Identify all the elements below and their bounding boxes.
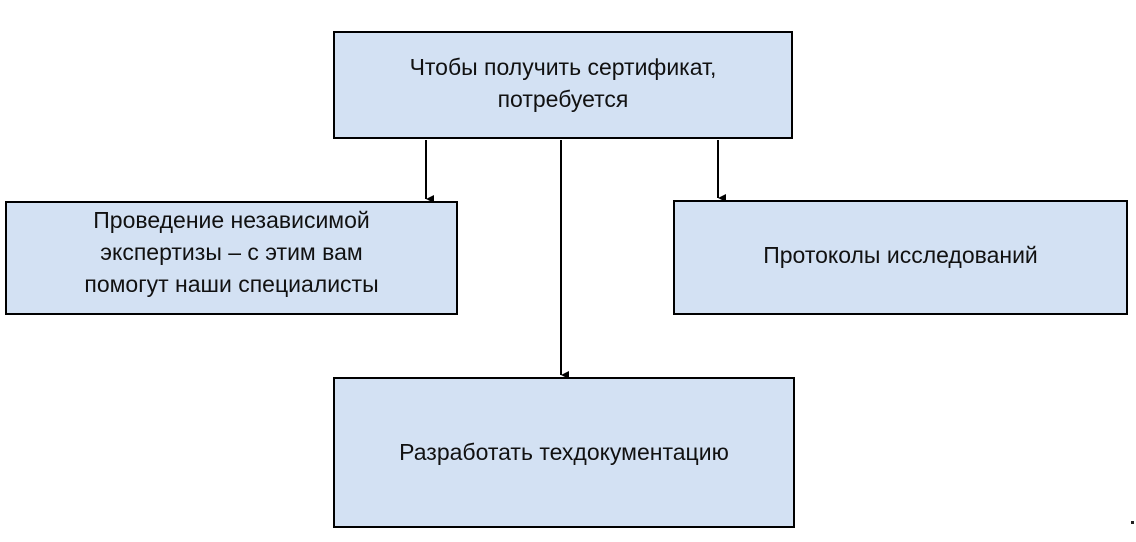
node-independent-expertise-label: Проведение независимой экспертизы – с эт…	[84, 206, 379, 298]
node-research-protocols-label: Протоколы исследований	[763, 242, 1038, 269]
node-certificate-requirements-label: Чтобы получить сертификат, потребуется	[409, 53, 717, 112]
trailing-dot	[1131, 521, 1134, 524]
node-technical-documentation-label: Разработать техдокументацию	[399, 439, 729, 466]
node-technical-documentation: Разработать техдокументацию	[333, 377, 795, 528]
node-independent-expertise: Проведение независимой экспертизы – с эт…	[5, 201, 458, 315]
node-research-protocols: Протоколы исследований	[673, 200, 1128, 315]
node-certificate-requirements: Чтобы получить сертификат, потребуется	[333, 31, 793, 139]
